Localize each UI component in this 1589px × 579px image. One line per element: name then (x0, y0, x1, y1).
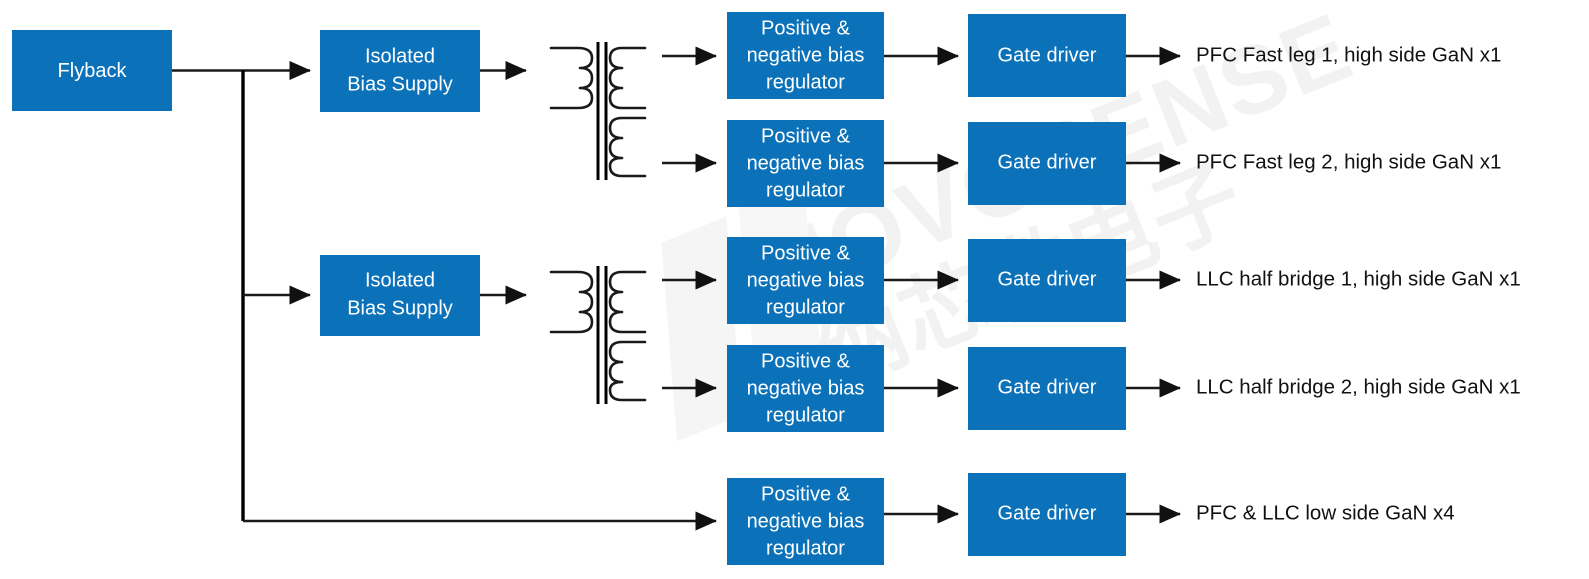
supply2-label-line2: Bias Supply (347, 297, 453, 319)
regulator-1-line1: Positive & (761, 17, 851, 39)
regulator-4-line2: negative bias (747, 377, 865, 399)
block-gate-driver-5[interactable]: Gate driver (968, 473, 1126, 556)
regulator-2-line1: Positive & (761, 125, 851, 147)
regulator-5-line2: negative bias (747, 510, 865, 532)
block-regulator-5[interactable]: Positive & negative bias regulator (727, 478, 884, 565)
transformer-2 (549, 266, 647, 404)
output-label-1: PFC Fast leg 1, high side GaN x1 (1196, 43, 1501, 66)
block-gate-driver-1[interactable]: Gate driver (968, 14, 1126, 97)
regulator-5-line3: regulator (766, 537, 845, 559)
block-flyback[interactable]: Flyback (12, 30, 172, 111)
output-label-4: LLC half bridge 2, high side GaN x1 (1196, 375, 1521, 398)
output-label-5: PFC & LLC low side GaN x4 (1196, 501, 1455, 524)
regulator-4-line3: regulator (766, 404, 845, 426)
regulator-2-line2: negative bias (747, 152, 865, 174)
gate-driver-2-label: Gate driver (998, 151, 1097, 173)
supply1-label-line2: Bias Supply (347, 73, 453, 95)
block-isolated-bias-supply-2[interactable]: Isolated Bias Supply (320, 255, 480, 336)
regulator-1-line2: negative bias (747, 44, 865, 66)
gate-driver-1-label: Gate driver (998, 44, 1097, 66)
output-label-2: PFC Fast leg 2, high side GaN x1 (1196, 150, 1501, 173)
block-gate-driver-2[interactable]: Gate driver (968, 122, 1126, 205)
gate-driver-4-label: Gate driver (998, 376, 1097, 398)
block-regulator-3[interactable]: Positive & negative bias regulator (727, 237, 884, 324)
regulator-3-line3: regulator (766, 296, 845, 318)
regulator-4-line1: Positive & (761, 350, 851, 372)
supply2-label-line1: Isolated (365, 269, 435, 291)
regulator-3-line1: Positive & (761, 242, 851, 264)
regulator-3-line2: negative bias (747, 269, 865, 291)
regulator-2-line3: regulator (766, 179, 845, 201)
regulator-1-line3: regulator (766, 71, 845, 93)
block-regulator-4[interactable]: Positive & negative bias regulator (727, 345, 884, 432)
regulator-5-line1: Positive & (761, 483, 851, 505)
supply1-label-line1: Isolated (365, 45, 435, 67)
block-gate-driver-3[interactable]: Gate driver (968, 239, 1126, 322)
block-flyback-label: Flyback (58, 60, 128, 82)
gate-driver-3-label: Gate driver (998, 268, 1097, 290)
block-isolated-bias-supply-1[interactable]: Isolated Bias Supply (320, 30, 480, 112)
block-gate-driver-4[interactable]: Gate driver (968, 347, 1126, 430)
output-label-3: LLC half bridge 1, high side GaN x1 (1196, 267, 1521, 290)
block-regulator-2[interactable]: Positive & negative bias regulator (727, 120, 884, 207)
gate-driver-5-label: Gate driver (998, 502, 1097, 524)
transformer-1 (549, 42, 647, 180)
block-regulator-1[interactable]: Positive & negative bias regulator (727, 12, 884, 99)
